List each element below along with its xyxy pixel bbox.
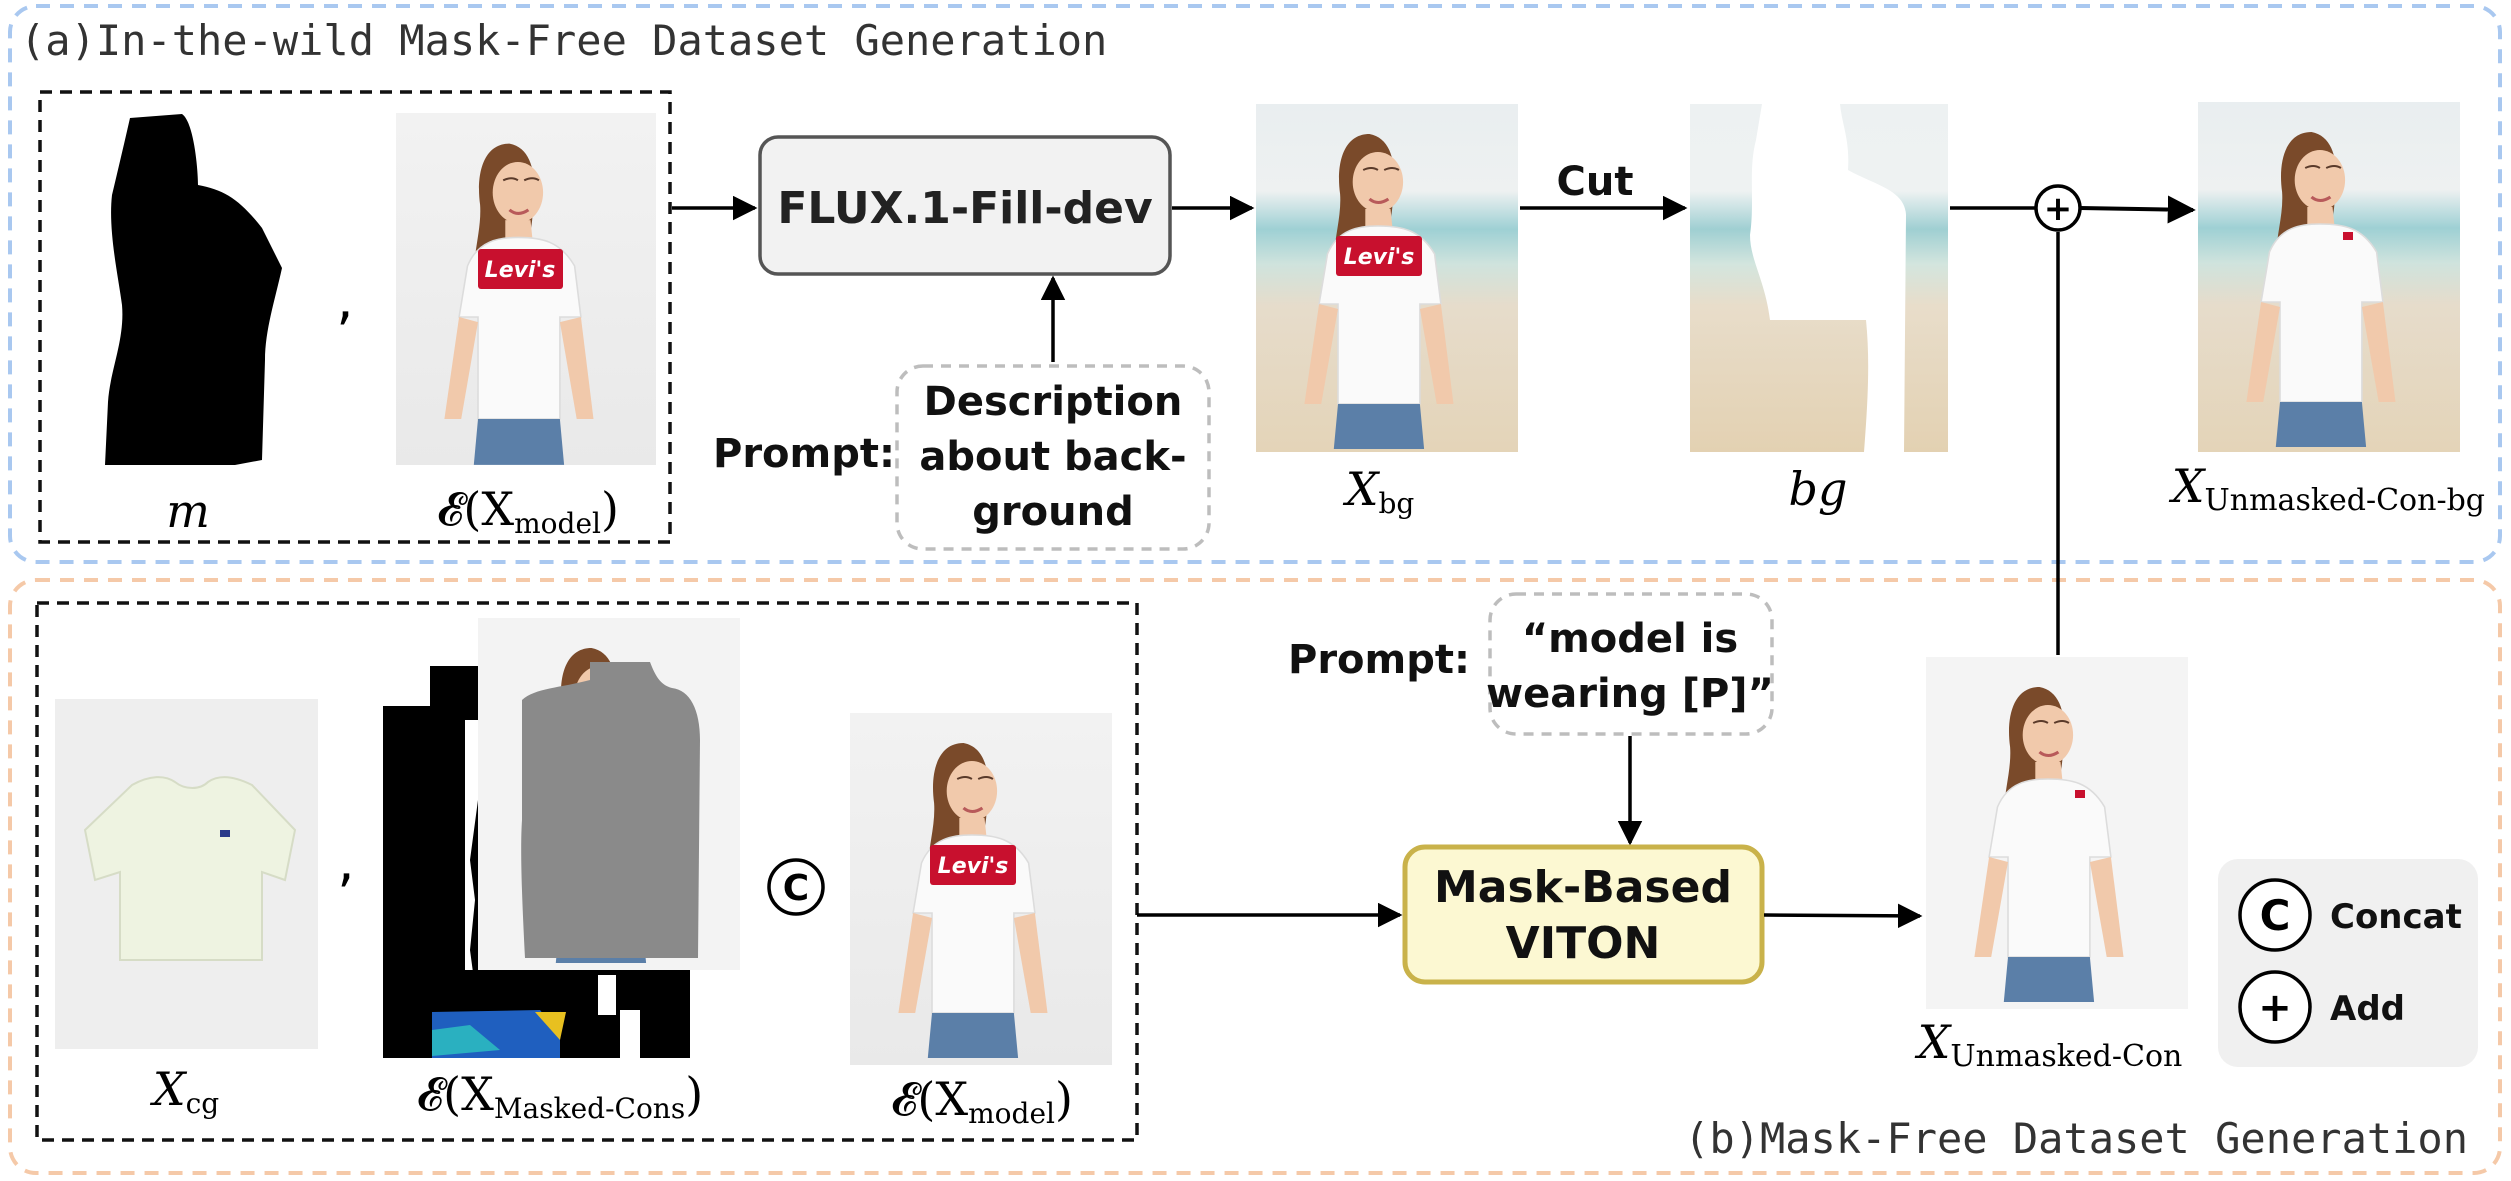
masked-cons-image [383,618,740,1058]
masked-enc-label: 𝓔(XMasked-Cons) [417,1067,703,1125]
viton-line-1: Mask-Based [1434,862,1732,913]
cut-label: Cut [1557,159,1634,205]
description-box [895,364,1211,551]
unmasked-con-image [1926,657,2188,1009]
legend-add-label: Add [2330,989,2405,1029]
prompt-box-b [1488,592,1774,736]
description-line-1: Description [924,379,1183,425]
unmasked-con-bg-label: XUnmasked-Con-bg [2169,459,2485,518]
xcg-label: Xcg [150,1062,219,1120]
mask-label: m [166,484,210,538]
model-image-a: Levi's [396,113,656,467]
model-enc-label-b: 𝓔(Xmodel) [891,1072,1073,1130]
unmasked-con-bg-image [2198,102,2460,452]
flux-fill-label: FLUX.1-Fill-dev [777,183,1153,234]
levis-logo-xbg: Levi's [1344,245,1415,270]
concat-node: C [767,858,825,916]
model-image-b: Levi's [850,713,1112,1065]
viton-box [1402,844,1765,985]
flux-fill-box [758,135,1172,276]
comma-b: , [337,830,354,893]
section-b-title: (b)Mask-Free Dataset Generation [1684,1114,2468,1163]
comma-a: , [336,268,353,331]
unmasked-con-label: XUnmasked-Con [1915,1015,2183,1074]
description-line-3: ground [972,489,1133,535]
bg-label: bg [1789,462,1848,516]
prompt-line-1: “model is [1522,616,1738,662]
add-node: + [2034,184,2082,232]
mask-image [105,114,282,465]
bg-image [1690,104,1948,452]
xcg-image [55,699,318,1049]
legend: C Concat + Add [2218,859,2478,1067]
section-a-panel [8,4,2502,564]
xbg-label: Xbg [1343,462,1415,520]
prompt-label-a: Prompt: [713,431,895,477]
description-line-2: about back- [919,434,1186,480]
viton-line-2: VITON [1506,918,1661,969]
legend-add-symbol: + [2258,985,2292,1031]
prompt-line-2: wearing [P]” [1486,671,1774,717]
section-a-title: (a)In-the-wild Mask-Free Dataset Generat… [20,16,1107,65]
concat-node-symbol: C [783,868,809,909]
legend-concat-label: Concat [2330,897,2462,937]
xbg-image: Levi's [1256,104,1518,452]
levis-logo-a: Levi's [485,258,556,283]
prompt-label-b: Prompt: [1288,637,1470,683]
legend-concat-symbol: C [2260,891,2291,940]
section-b-input-group [35,601,1139,1142]
levis-logo-b: Levi's [938,854,1009,879]
add-node-symbol: + [2044,189,2073,229]
model-enc-label-a: 𝓔(Xmodel) [437,482,619,540]
section-b-panel [8,578,2502,1175]
